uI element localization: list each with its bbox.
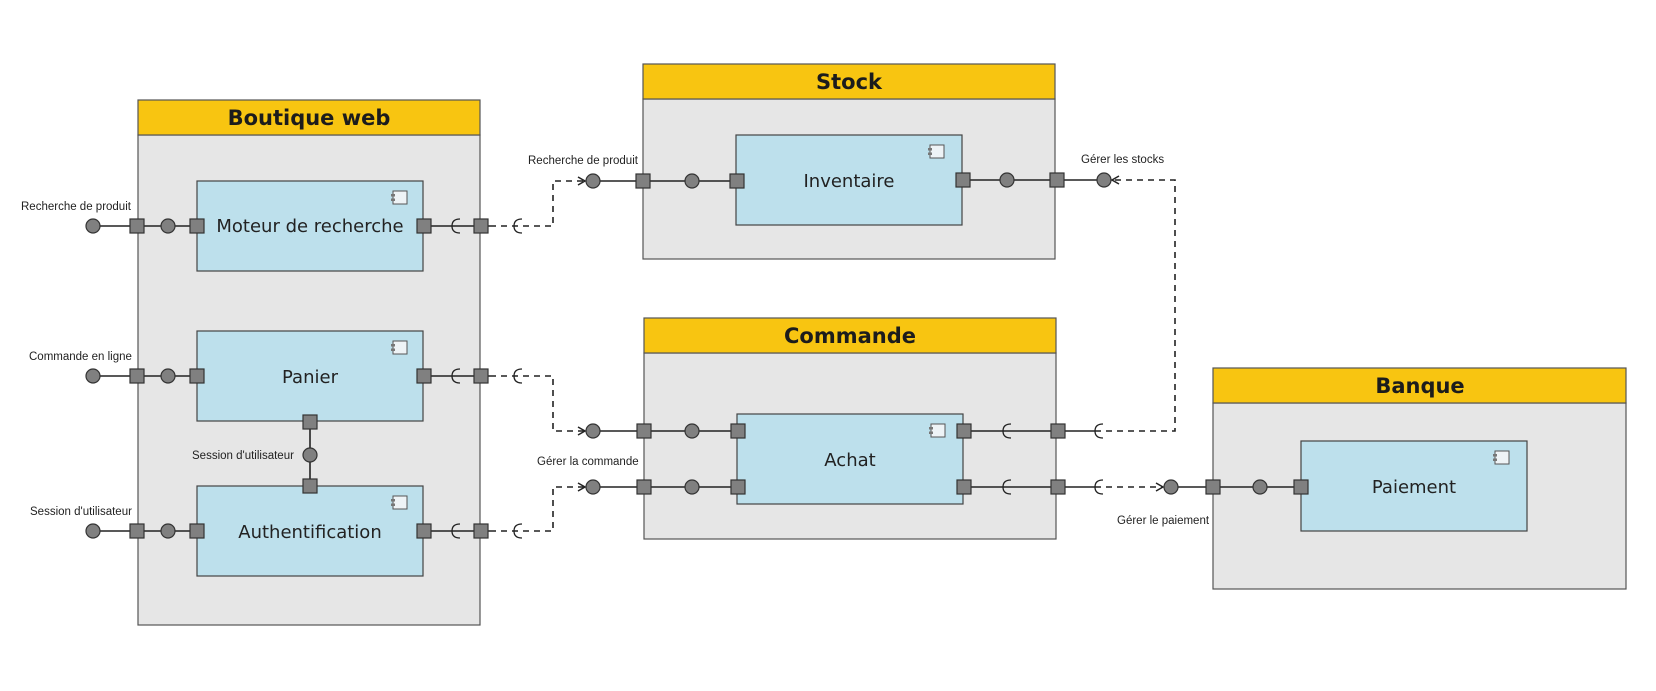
component-icon	[390, 190, 408, 205]
connector-achat-stocks[interactable]	[956, 175, 1176, 439]
package-title-commande: Commande	[784, 324, 916, 348]
interface-commande-left[interactable]: Commande en ligne	[29, 351, 205, 384]
component-label-moteur: Moteur de recherche	[216, 216, 403, 237]
component-authentification[interactable]: Authentification	[196, 485, 424, 577]
interface-session-mid[interactable]: Session d'utilisateur	[192, 414, 318, 494]
component-icon	[1492, 450, 1510, 465]
component-inventaire[interactable]: Inventaire	[735, 134, 963, 226]
component-label-auth: Authentification	[238, 522, 381, 543]
component-label-inventaire: Inventaire	[803, 171, 894, 192]
component-label-achat: Achat	[824, 450, 875, 471]
component-icon	[928, 423, 946, 438]
package-title-boutique: Boutique web	[228, 106, 391, 130]
interface-label: Recherche de produit	[21, 201, 132, 213]
interface-gerer-stocks[interactable]: Gérer les stocks	[955, 154, 1164, 188]
component-panier[interactable]: Panier	[196, 330, 424, 422]
interface-label: Recherche de produit	[528, 155, 639, 167]
interface-session-left[interactable]: Session d'utilisateur	[30, 506, 205, 539]
package-title-banque: Banque	[1375, 374, 1464, 398]
component-label-paiement: Paiement	[1372, 477, 1456, 498]
component-achat[interactable]: Achat	[736, 413, 964, 505]
interface-label: Session d'utilisateur	[30, 506, 132, 518]
component-icon	[390, 340, 408, 355]
component-label-panier: Panier	[282, 367, 339, 388]
interface-gerer-commande[interactable]: Gérer la commande	[537, 456, 746, 495]
interface-gerer-paiement[interactable]: Gérer le paiement	[1117, 479, 1309, 527]
interface-recherche-stock[interactable]: Recherche de produit	[528, 155, 745, 189]
interface-label: Gérer le paiement	[1117, 515, 1210, 527]
interface-label: Commande en ligne	[29, 351, 132, 363]
interface-label: Session d'utilisateur	[192, 450, 294, 462]
interface-label: Gérer la commande	[537, 456, 639, 468]
interface-label: Gérer les stocks	[1081, 154, 1164, 166]
connector-panier-commande[interactable]	[416, 368, 587, 436]
component-icon	[927, 144, 945, 159]
connector-moteur-recherche[interactable]	[416, 176, 587, 234]
package-title-stock: Stock	[816, 70, 883, 94]
component-paiement[interactable]: Paiement	[1300, 440, 1528, 532]
connector-auth-commande[interactable]	[416, 482, 587, 539]
component-icon	[390, 495, 408, 510]
connector-achat-paiement[interactable]	[956, 479, 1165, 495]
interface-recherche-left[interactable]: Recherche de produit	[21, 201, 205, 234]
component-moteur-de-recherche[interactable]: Moteur de recherche	[196, 180, 424, 272]
interface-commande-achat[interactable]	[585, 423, 746, 439]
